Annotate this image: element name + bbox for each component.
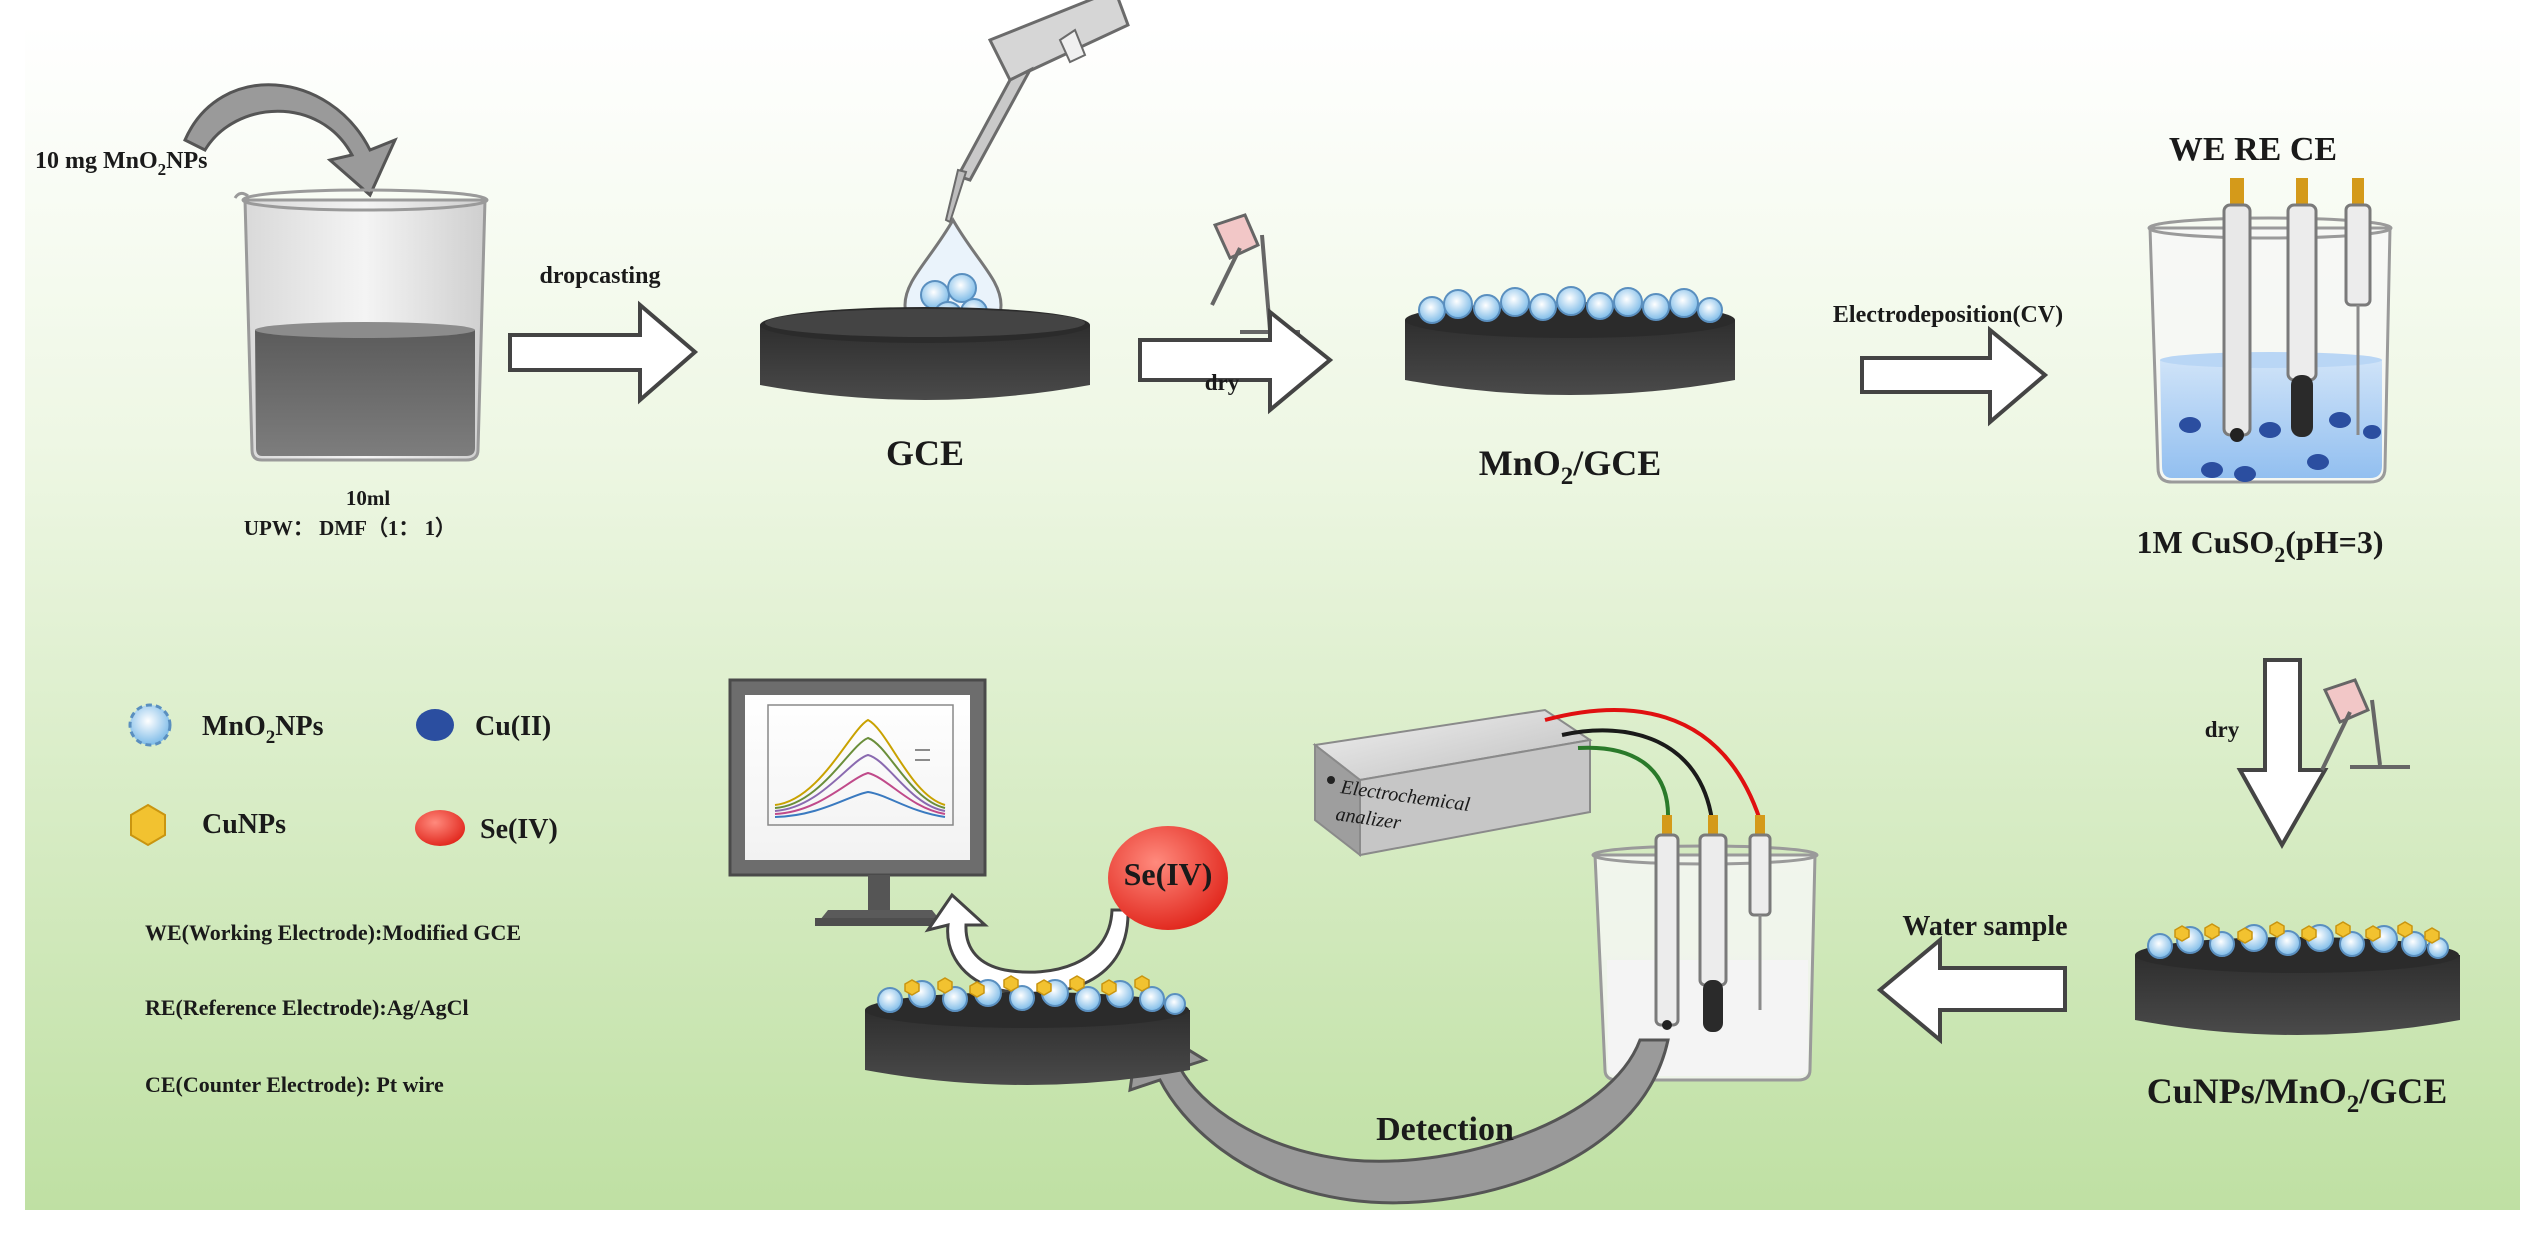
cunps-mno2-gce-electrode <box>2135 921 2460 1035</box>
gce-electrode <box>760 307 1090 400</box>
note-we: WE(Working Electrode):Modified GCE <box>145 920 521 945</box>
mno2-gce-electrode <box>1405 286 1735 395</box>
legend: MnO2NPs Cu(II) CuNPs Se(IV) <box>128 703 558 847</box>
detection-label: Detection <box>1376 1111 1514 1148</box>
se4-legend-label: Se(IV) <box>480 814 558 845</box>
detection-arrow <box>1128 1017 1670 1205</box>
dry-label-1: dry <box>1205 370 1240 395</box>
dropcasting-arrow <box>508 300 699 405</box>
beaker-solvent-label: UPW： DMF（1： 1） <box>244 516 456 540</box>
pipette <box>944 0 1130 224</box>
note-ce: CE(Counter Electrode): Pt wire <box>145 1072 444 1097</box>
water-sample-label: Water sample <box>1902 911 2067 942</box>
note-re: RE(Reference Electrode):Ag/AgCl <box>145 995 469 1020</box>
electrochemical-analyzer <box>1312 708 1593 858</box>
drying-lamp-icon <box>2320 678 2410 771</box>
drying-lamp-icon <box>1210 213 1300 334</box>
electrodeposition-label: Electrodeposition(CV) <box>1833 302 2063 328</box>
cu2-legend-icon <box>416 709 454 741</box>
dispersion-beaker <box>233 188 489 462</box>
voltammogram-plot <box>767 704 954 826</box>
black-lead <box>1561 728 1714 821</box>
cunps-legend-label: CuNPs <box>202 809 286 840</box>
se4-legend-icon <box>415 810 465 846</box>
cunps-mno2-gce-label: CuNPs/MnO2/GCE <box>2147 1071 2448 1118</box>
se4-sphere-label: Se(IV) <box>1124 856 1213 892</box>
mno2-legend-icon <box>128 703 172 747</box>
water-sample-arrow <box>1876 935 2067 1045</box>
cu2-legend-label: Cu(II) <box>475 711 551 742</box>
detection-electrode <box>865 975 1190 1085</box>
dropcasting-label: dropcasting <box>540 263 661 289</box>
computer-monitor <box>728 678 987 926</box>
red-lead <box>1544 708 1762 821</box>
electrodeposition-cell <box>2147 178 2393 484</box>
beaker-volume-label: 10ml <box>346 486 390 510</box>
gce-label: GCE <box>886 433 964 473</box>
mno2-gce-label: MnO2/GCE <box>1479 443 1662 490</box>
dry-arrow-1 <box>1138 307 1334 415</box>
mno2-legend-label: MnO2NPs <box>202 711 324 748</box>
reagent-label: 10 mg MnO2NPs <box>35 148 208 179</box>
electrolyte-label: 1M CuSO2(pH=3) <box>2136 524 2383 567</box>
cunps-legend-icon <box>130 803 166 847</box>
dry-label-2: dry <box>2205 717 2240 742</box>
electrodes-label: WE RE CE <box>2169 131 2337 168</box>
detection-cell <box>1591 815 1819 1082</box>
se4-sphere <box>1108 826 1228 930</box>
add-reagent-arrow <box>183 83 398 198</box>
green-lead <box>1577 745 1671 821</box>
electrodeposition-arrow <box>1860 325 2049 427</box>
dry-arrow-2 <box>2236 658 2329 850</box>
